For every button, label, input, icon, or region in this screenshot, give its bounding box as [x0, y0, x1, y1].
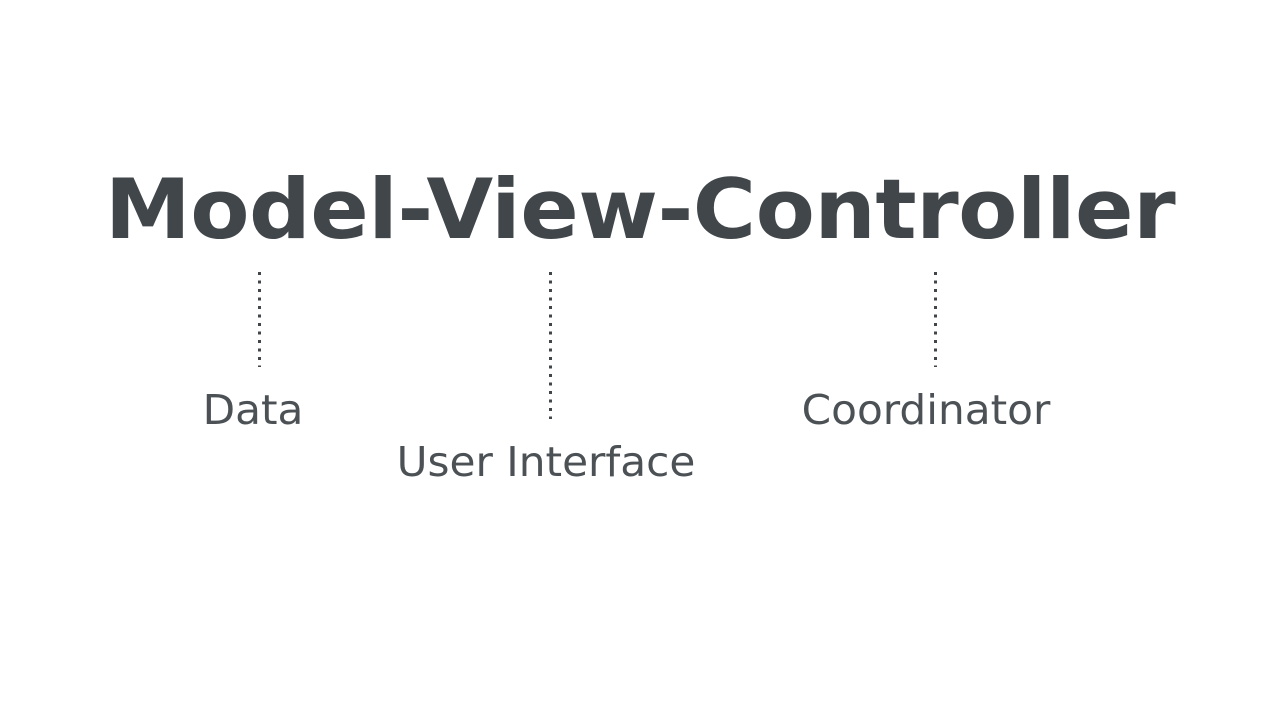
- page-title: Model-View-Controller: [104, 161, 1176, 258]
- connector-line-view: [549, 272, 552, 419]
- label-model-data: Data: [202, 386, 304, 434]
- label-controller-coordinator: Coordinator: [801, 386, 1051, 434]
- label-view-user-interface: User Interface: [396, 438, 696, 486]
- connector-line-model: [258, 272, 261, 367]
- connector-line-controller: [934, 272, 937, 367]
